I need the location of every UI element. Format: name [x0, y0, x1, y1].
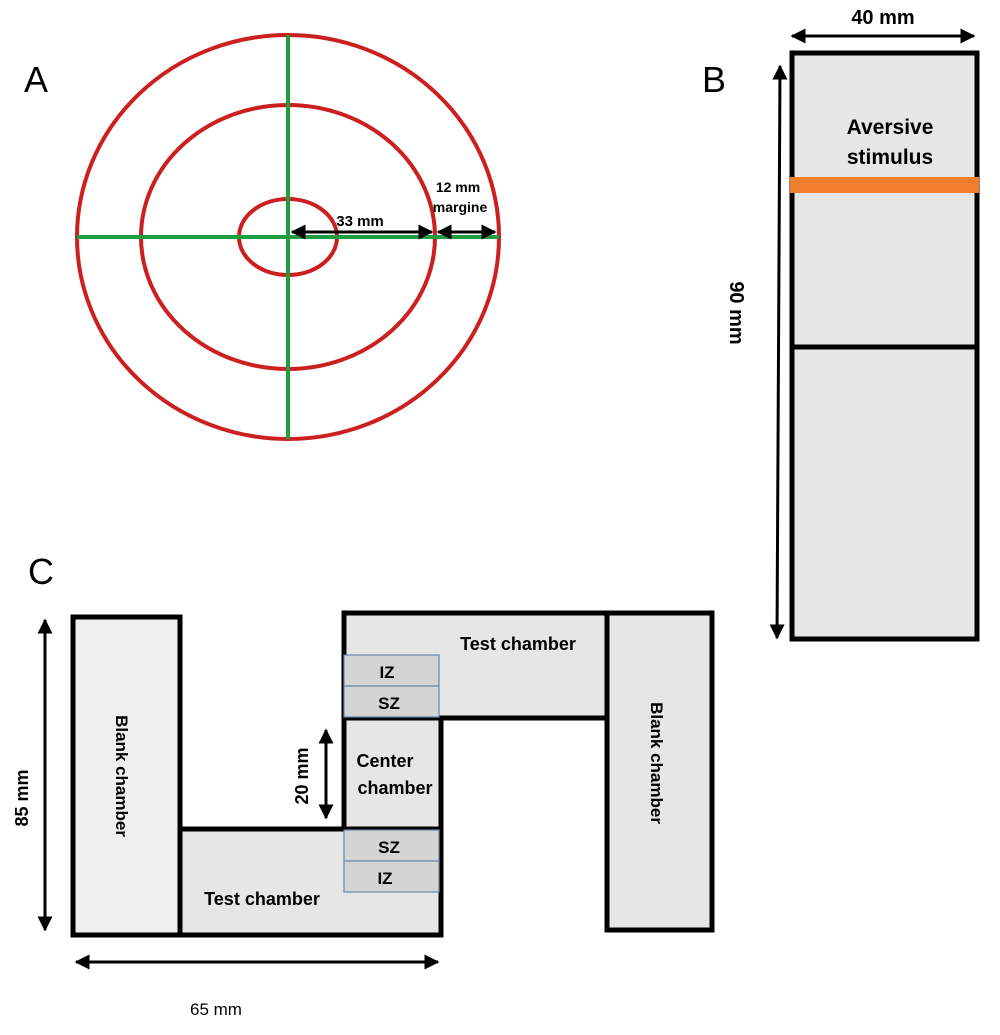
margin-dimension-label-line1: 12 mm: [436, 179, 480, 195]
chamber-lower: [789, 344, 980, 642]
height-dimension-label: 90 mm: [725, 281, 747, 344]
panel-c: C Blank chamber Test chamber Test chambe…: [12, 551, 715, 1019]
radius-dimension-label: 33 mm: [336, 213, 384, 230]
zone-sz-bottom: [343, 829, 440, 862]
panel-b: B 40 mm 90 mm Aversive stimulus: [702, 7, 980, 642]
center-chamber-label-line2: chamber: [357, 778, 432, 798]
chamber-upper: [789, 50, 980, 350]
panel-b-letter: B: [702, 59, 726, 100]
blank-chamber-right: [604, 610, 715, 933]
zone-iz-bottom: [343, 860, 440, 893]
margin-dimension-label-line2: margine: [433, 199, 488, 215]
panel-a: A 33 mm 12 mm margine: [24, 33, 501, 441]
height-dimension-label-c: 85 mm: [12, 769, 32, 826]
zone-sz-bottom-label: SZ: [378, 838, 400, 857]
height-dimension-arrow: [769, 64, 788, 640]
center-chamber: [341, 715, 444, 832]
stimulus-label-line1: Aversive: [847, 116, 934, 139]
width-dimension-label-c: 65 mm: [190, 1000, 242, 1019]
panel-a-letter: A: [24, 59, 48, 100]
zone-iz-bottom-label: IZ: [377, 869, 392, 888]
zone-iz-top-label: IZ: [379, 663, 394, 682]
zone-sz-top: [343, 685, 440, 718]
gap-dimension-label: 20 mm: [292, 747, 312, 804]
width-dimension-label: 40 mm: [851, 7, 914, 29]
aversive-stimulus-bar: [790, 177, 979, 193]
blank-chamber-left-label: Blank chamber: [112, 715, 131, 837]
center-chamber-label-line1: Center: [356, 751, 413, 771]
blank-chamber-left: [70, 614, 183, 938]
test-chamber-top-label: Test chamber: [460, 634, 576, 654]
test-chamber-bottom-label: Test chamber: [204, 889, 320, 909]
zone-sz-top-label: SZ: [378, 694, 400, 713]
blank-chamber-right-label: Blank chamber: [647, 702, 666, 824]
panel-c-letter: C: [28, 551, 54, 592]
stimulus-label-line2: stimulus: [847, 146, 933, 169]
